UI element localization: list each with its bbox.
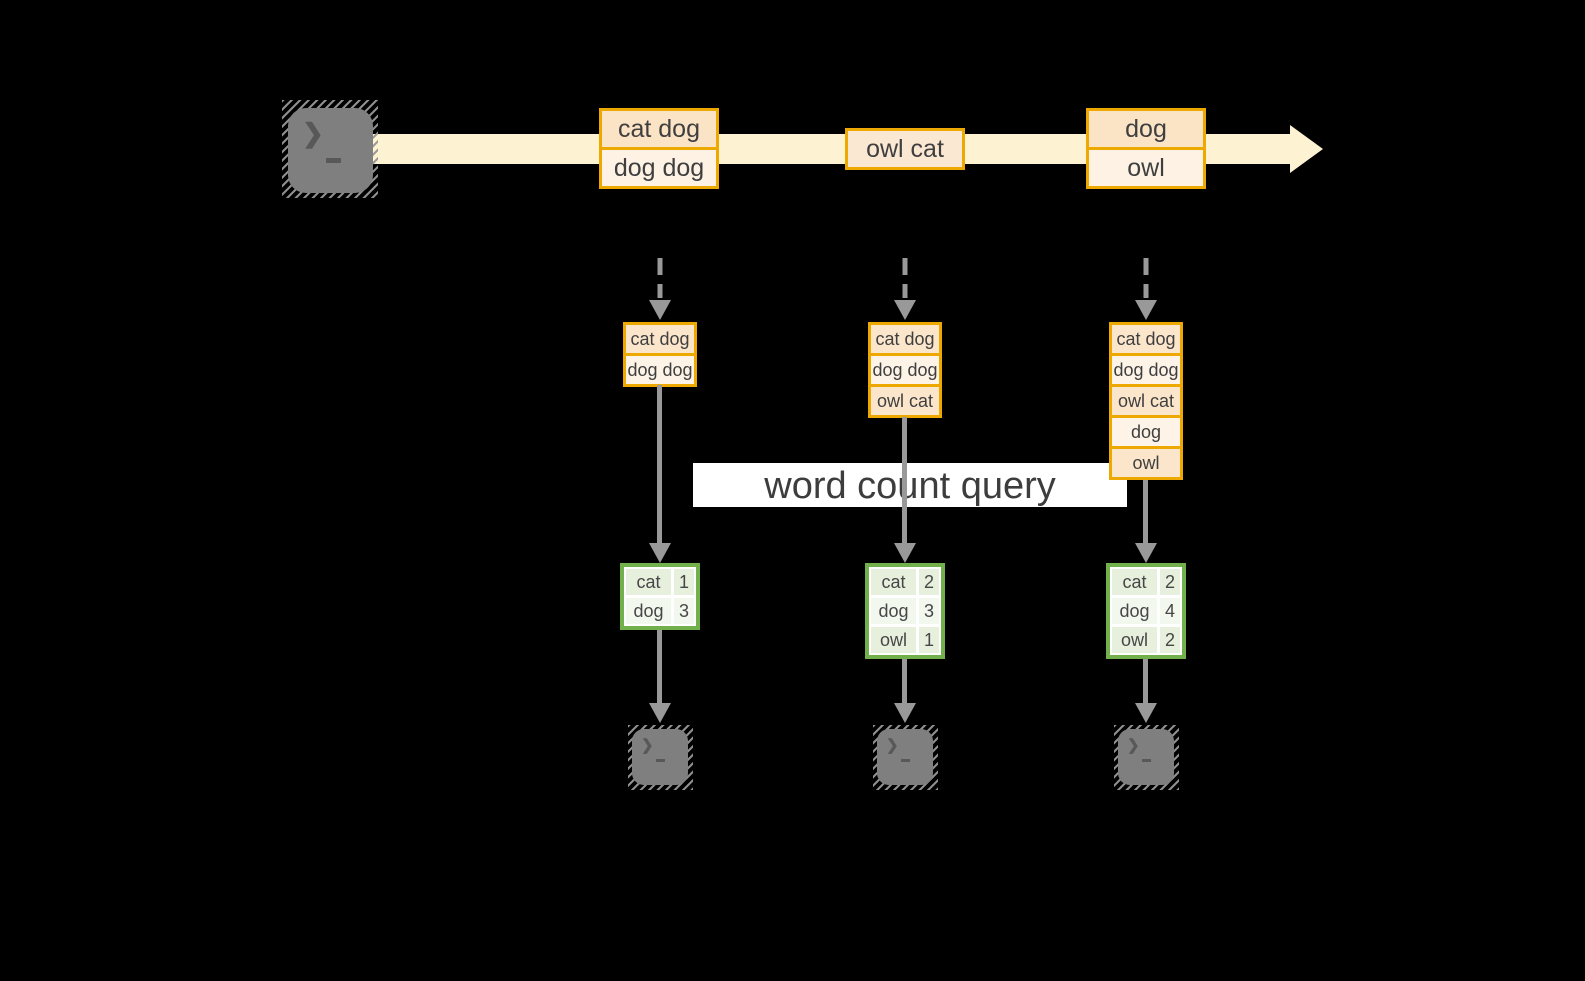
terminal-screen: ❯ <box>877 729 933 785</box>
count-word: dog <box>871 598 916 624</box>
arrow-line <box>657 630 662 703</box>
count-value: 3 <box>919 598 939 624</box>
arrow-line <box>657 385 662 543</box>
count-word: cat <box>626 569 671 595</box>
terminal-screen: ❯ <box>632 729 688 785</box>
terminal-prompt-icon: ❯ <box>641 737 654 754</box>
terminal-cursor-icon <box>656 759 665 762</box>
count-value: 1 <box>674 569 694 595</box>
buffer-record: dog dog <box>623 353 697 387</box>
arrow-head-icon <box>894 703 916 723</box>
count-word: owl <box>1112 627 1157 653</box>
buffer-record: owl <box>1109 446 1183 480</box>
count-word: dog <box>1112 598 1157 624</box>
count-word: cat <box>871 569 916 595</box>
count-value: 1 <box>919 627 939 653</box>
count-value: 4 <box>1160 598 1180 624</box>
buffer-record: dog <box>1109 415 1183 449</box>
dashed-arrow-icon <box>649 258 671 320</box>
terminal-screen: ❯ <box>288 108 373 193</box>
terminal-cursor-icon <box>326 158 341 163</box>
arrow-head-icon <box>649 543 671 563</box>
arrow-head-icon <box>894 543 916 563</box>
event-record: owl <box>1089 147 1203 186</box>
query-banner: word count query <box>693 463 1127 507</box>
arrow-line <box>1143 659 1148 703</box>
count-value: 2 <box>1160 569 1180 595</box>
sink-terminal-icon: ❯ <box>1114 725 1179 790</box>
buffer-record: cat dog <box>623 322 697 356</box>
dashed-arrow-icon <box>894 258 916 320</box>
event-record: owl cat <box>848 131 962 167</box>
event-record: dog <box>1089 111 1203 147</box>
dashed-arrow-icon <box>1135 258 1157 320</box>
buffer-record: cat dog <box>1109 322 1183 356</box>
event-record: cat dog <box>602 111 716 147</box>
event-box-1: cat dog dog dog <box>599 108 719 189</box>
terminal-prompt-icon: ❯ <box>886 737 899 754</box>
count-table-3: cat 2 dog 4 owl 2 <box>1106 563 1186 659</box>
buffer-stack-1: cat dog dog dog <box>623 322 697 387</box>
sink-terminal-icon: ❯ <box>628 725 693 790</box>
buffer-record: owl cat <box>868 384 942 418</box>
count-table-2: cat 2 dog 3 owl 1 <box>865 563 945 659</box>
arrow-head-icon <box>1135 543 1157 563</box>
arrow-line <box>902 417 907 543</box>
terminal-prompt-icon: ❯ <box>302 118 324 148</box>
event-box-2: owl cat <box>845 128 965 170</box>
arrow-line <box>1143 480 1148 543</box>
count-word: dog <box>626 598 671 624</box>
event-box-3: dog owl <box>1086 108 1206 189</box>
buffer-stack-3: cat dog dog dog owl cat dog owl <box>1109 322 1183 480</box>
count-word: owl <box>871 627 916 653</box>
count-value: 2 <box>1160 627 1180 653</box>
buffer-record: owl cat <box>1109 384 1183 418</box>
event-record: dog dog <box>602 147 716 186</box>
count-value: 2 <box>919 569 939 595</box>
count-value: 3 <box>674 598 694 624</box>
terminal-cursor-icon <box>901 759 910 762</box>
stream-band-arrowhead-icon <box>1290 125 1323 173</box>
arrow-line <box>902 659 907 703</box>
terminal-screen: ❯ <box>1118 729 1174 785</box>
buffer-record: dog dog <box>868 353 942 387</box>
source-terminal-icon: ❯ <box>282 100 378 198</box>
count-table-1: cat 1 dog 3 <box>620 563 700 630</box>
terminal-prompt-icon: ❯ <box>1127 737 1140 754</box>
arrow-head-icon <box>1135 703 1157 723</box>
buffer-record: cat dog <box>868 322 942 356</box>
buffer-record: dog dog <box>1109 353 1183 387</box>
terminal-cursor-icon <box>1142 759 1151 762</box>
arrow-head-icon <box>649 703 671 723</box>
sink-terminal-icon: ❯ <box>873 725 938 790</box>
count-word: cat <box>1112 569 1157 595</box>
buffer-stack-2: cat dog dog dog owl cat <box>868 322 942 418</box>
